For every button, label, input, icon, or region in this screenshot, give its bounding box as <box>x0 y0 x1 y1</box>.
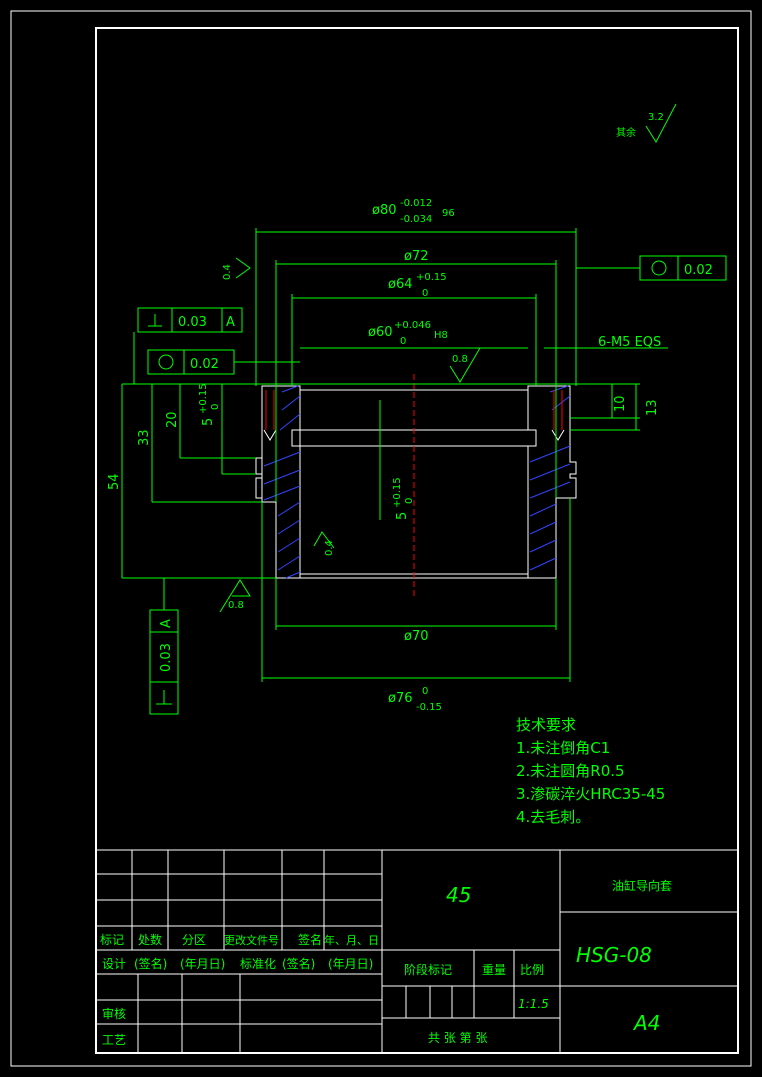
tech-req-title: 技术要求 <box>516 716 576 734</box>
tolerance-frame-circ-left <box>147 349 235 375</box>
material-text: 45 <box>446 883 471 907</box>
std-date: (年月日) <box>328 957 373 971</box>
perp-top-datum: A <box>226 315 235 330</box>
dim-d72: ø72 <box>404 249 429 264</box>
rev-col-mark: 标记 <box>100 933 124 947</box>
weight-label: 重量 <box>482 963 506 977</box>
part-section <box>255 374 577 596</box>
dim-d76: ø76 <box>388 691 413 706</box>
inner-frame <box>95 27 739 1054</box>
outer-frame <box>10 10 752 1067</box>
title-block-grid <box>96 849 738 1053</box>
stage-mark-label: 阶段标记 <box>404 962 452 977</box>
dim-h13: 13 <box>645 399 660 416</box>
circ-left-value: 0.02 <box>190 357 219 372</box>
tolerance-frame-circ-right <box>639 255 727 281</box>
roughness-other-value: 3.2 <box>648 112 664 123</box>
dim-d64-tol-up: +0.15 <box>416 272 447 283</box>
dim-h5a-tol-up: +0.15 <box>198 383 209 414</box>
dim-d60-fit: H8 <box>434 330 448 341</box>
dim-d64-tol-low: 0 <box>422 288 428 299</box>
dim-h10: 10 <box>613 395 628 412</box>
tolerance-frame-perp-bottom <box>149 609 179 715</box>
roughness-left: 0.4 <box>222 264 233 280</box>
dim-h5a: 5 <box>201 418 216 426</box>
std-sign: (签名) <box>282 956 315 971</box>
dim-h5a-tol-low: 0 <box>210 404 221 410</box>
dim-d60: ø60 <box>368 325 393 340</box>
rev-col-zone: 分区 <box>182 933 206 947</box>
dim-d76-tol-low: -0.15 <box>416 702 442 713</box>
dim-d80-tol-up: -0.012 <box>400 198 432 209</box>
perp-bottom-value: 0.03 <box>159 643 174 672</box>
dim-h54: 54 <box>107 473 122 490</box>
dim-d80-suffix: 96 <box>442 208 455 219</box>
rev-col-count: 处数 <box>138 932 162 947</box>
dim-thread: 6-M5 EQS <box>598 335 661 350</box>
dim-d64: ø64 <box>388 277 413 292</box>
dim-d76-tol-up: 0 <box>422 686 428 697</box>
design-date: (年月日) <box>180 957 225 971</box>
dim-d60-tol-low: 0 <box>400 336 406 347</box>
dim-h5b-tol-low: 0 <box>404 498 415 504</box>
tech-req-item-4: 4.去毛刺。 <box>516 808 590 826</box>
dim-h5b-tol-up: +0.15 <box>392 477 403 508</box>
dimension-lines <box>121 228 668 682</box>
perp-bottom-datum: A <box>159 619 174 628</box>
design-label: 设计 <box>102 957 126 971</box>
sheet-size: A4 <box>632 1011 660 1035</box>
process-label: 工艺 <box>102 1033 126 1047</box>
tech-req-item-2: 2.未注圆角R0.5 <box>516 762 625 780</box>
roughness-other-label: 其余 <box>616 126 636 139</box>
scale-value: 1:1.5 <box>518 997 549 1011</box>
rev-col-date: 年、月、日 <box>324 933 379 947</box>
drawing-number: HSG-08 <box>576 943 652 967</box>
roughness-mid: 0.4 <box>324 540 335 556</box>
tech-req-item-1: 1.未注倒角C1 <box>516 739 610 757</box>
dim-d80-tol-low: -0.034 <box>400 214 432 225</box>
std-label: 标准化 <box>240 957 276 971</box>
rev-col-docno: 更改文件号 <box>224 933 279 947</box>
part-name: 油缸导向套 <box>612 878 672 893</box>
dim-h20: 20 <box>165 411 180 428</box>
dim-d70: ø70 <box>404 629 429 644</box>
roughness-bottom: 0.8 <box>228 600 244 611</box>
dim-d80: ø80 <box>372 203 397 218</box>
design-sign: (签名) <box>134 956 167 971</box>
roughness-inner: 0.8 <box>452 354 468 365</box>
rev-col-sign: 签名 <box>298 932 322 947</box>
tolerance-frame-perp-top <box>137 307 243 333</box>
review-label: 审核 <box>102 1006 126 1021</box>
scale-label: 比例 <box>520 963 544 977</box>
dim-h33: 33 <box>137 429 152 446</box>
perp-top-value: 0.03 <box>178 315 207 330</box>
tech-req-item-3: 3.渗碳淬火HRC35-45 <box>516 785 665 803</box>
dim-d60-tol-up: +0.046 <box>394 320 431 331</box>
roughness-symbols <box>219 103 677 613</box>
dim-h5b: 5 <box>395 512 410 520</box>
sheets-label: 共 张 第 张 <box>428 1031 487 1045</box>
circ-right-value: 0.02 <box>684 263 713 278</box>
